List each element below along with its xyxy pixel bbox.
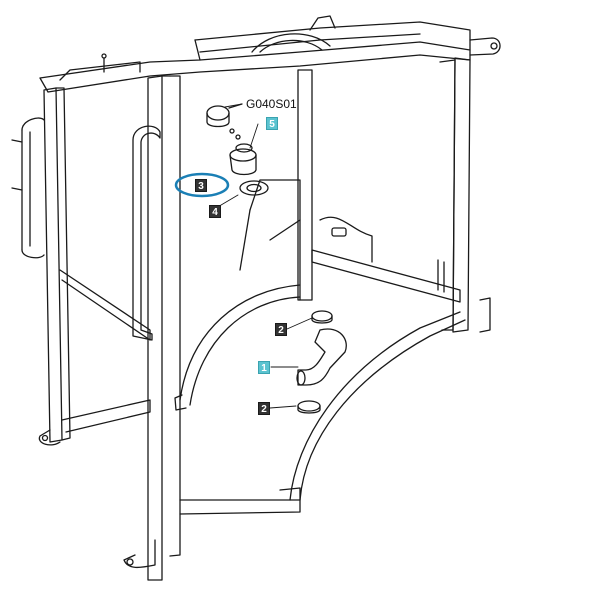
fender-arch — [174, 284, 466, 515]
center-pillar — [297, 69, 313, 301]
callout-2-lower[interactable]: 2 — [258, 402, 270, 415]
callout-2-upper[interactable]: 2 — [275, 323, 287, 336]
hose-fitting — [229, 128, 257, 176]
gasket — [239, 180, 269, 196]
roof-frame — [39, 15, 501, 93]
vent-cap — [206, 103, 243, 128]
callout-4[interactable]: 4 — [209, 205, 221, 218]
callout-1[interactable]: 1 — [258, 361, 270, 374]
callout-3[interactable]: 3 — [195, 179, 207, 192]
elbow-hose — [296, 328, 347, 386]
rear-left-pillar — [38, 87, 151, 446]
hose-clamp-lower — [297, 400, 321, 414]
reference-code: G040S01 — [246, 97, 297, 111]
door-handle — [132, 125, 161, 341]
rear-cross-member — [311, 216, 461, 303]
rear-right-pillar — [439, 57, 491, 333]
hose-clamp-upper — [311, 310, 333, 324]
rear-handle — [11, 117, 45, 259]
interior-wall — [239, 179, 301, 301]
callout-5[interactable]: 5 — [266, 117, 278, 130]
highlight-ring — [174, 172, 230, 198]
